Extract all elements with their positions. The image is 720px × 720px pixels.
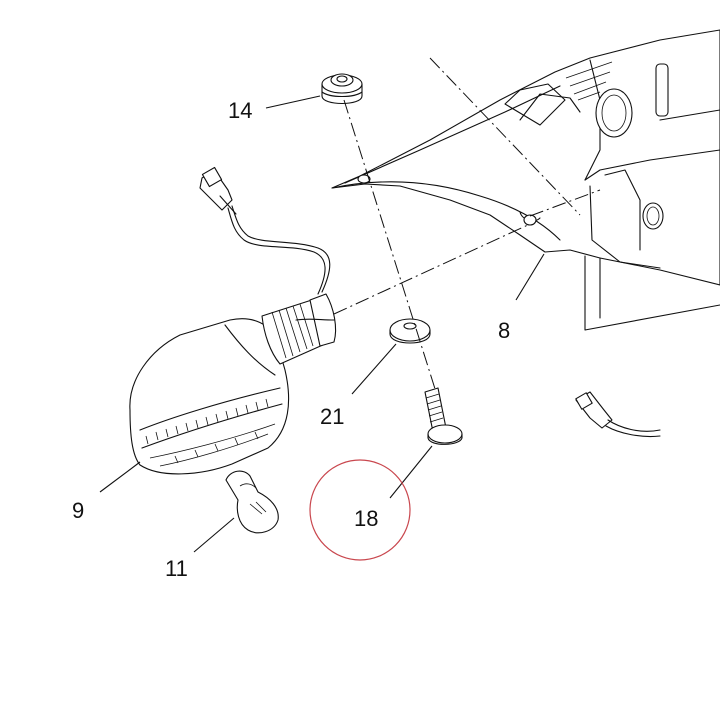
callout-14: 14 bbox=[228, 98, 252, 123]
callout-11: 11 bbox=[165, 556, 188, 581]
rubber-grommet bbox=[321, 73, 363, 105]
turn-signal-lamp bbox=[129, 293, 337, 475]
callout-18: 18 bbox=[354, 506, 378, 531]
callout-leaders bbox=[99, 95, 545, 553]
rear-frame-bracket bbox=[331, 29, 720, 331]
callout-21: 21 bbox=[320, 404, 344, 429]
screw-bolt bbox=[424, 387, 463, 445]
callout-18-highlight-circle bbox=[309, 459, 411, 561]
callout-9: 9 bbox=[72, 498, 84, 523]
frame-wire-connector bbox=[575, 391, 661, 438]
assembly-centerlines bbox=[333, 57, 601, 393]
signal-bulb bbox=[225, 470, 279, 534]
lamp-wire-harness bbox=[199, 166, 331, 295]
flat-washer bbox=[389, 318, 431, 344]
callout-8: 8 bbox=[498, 318, 510, 343]
